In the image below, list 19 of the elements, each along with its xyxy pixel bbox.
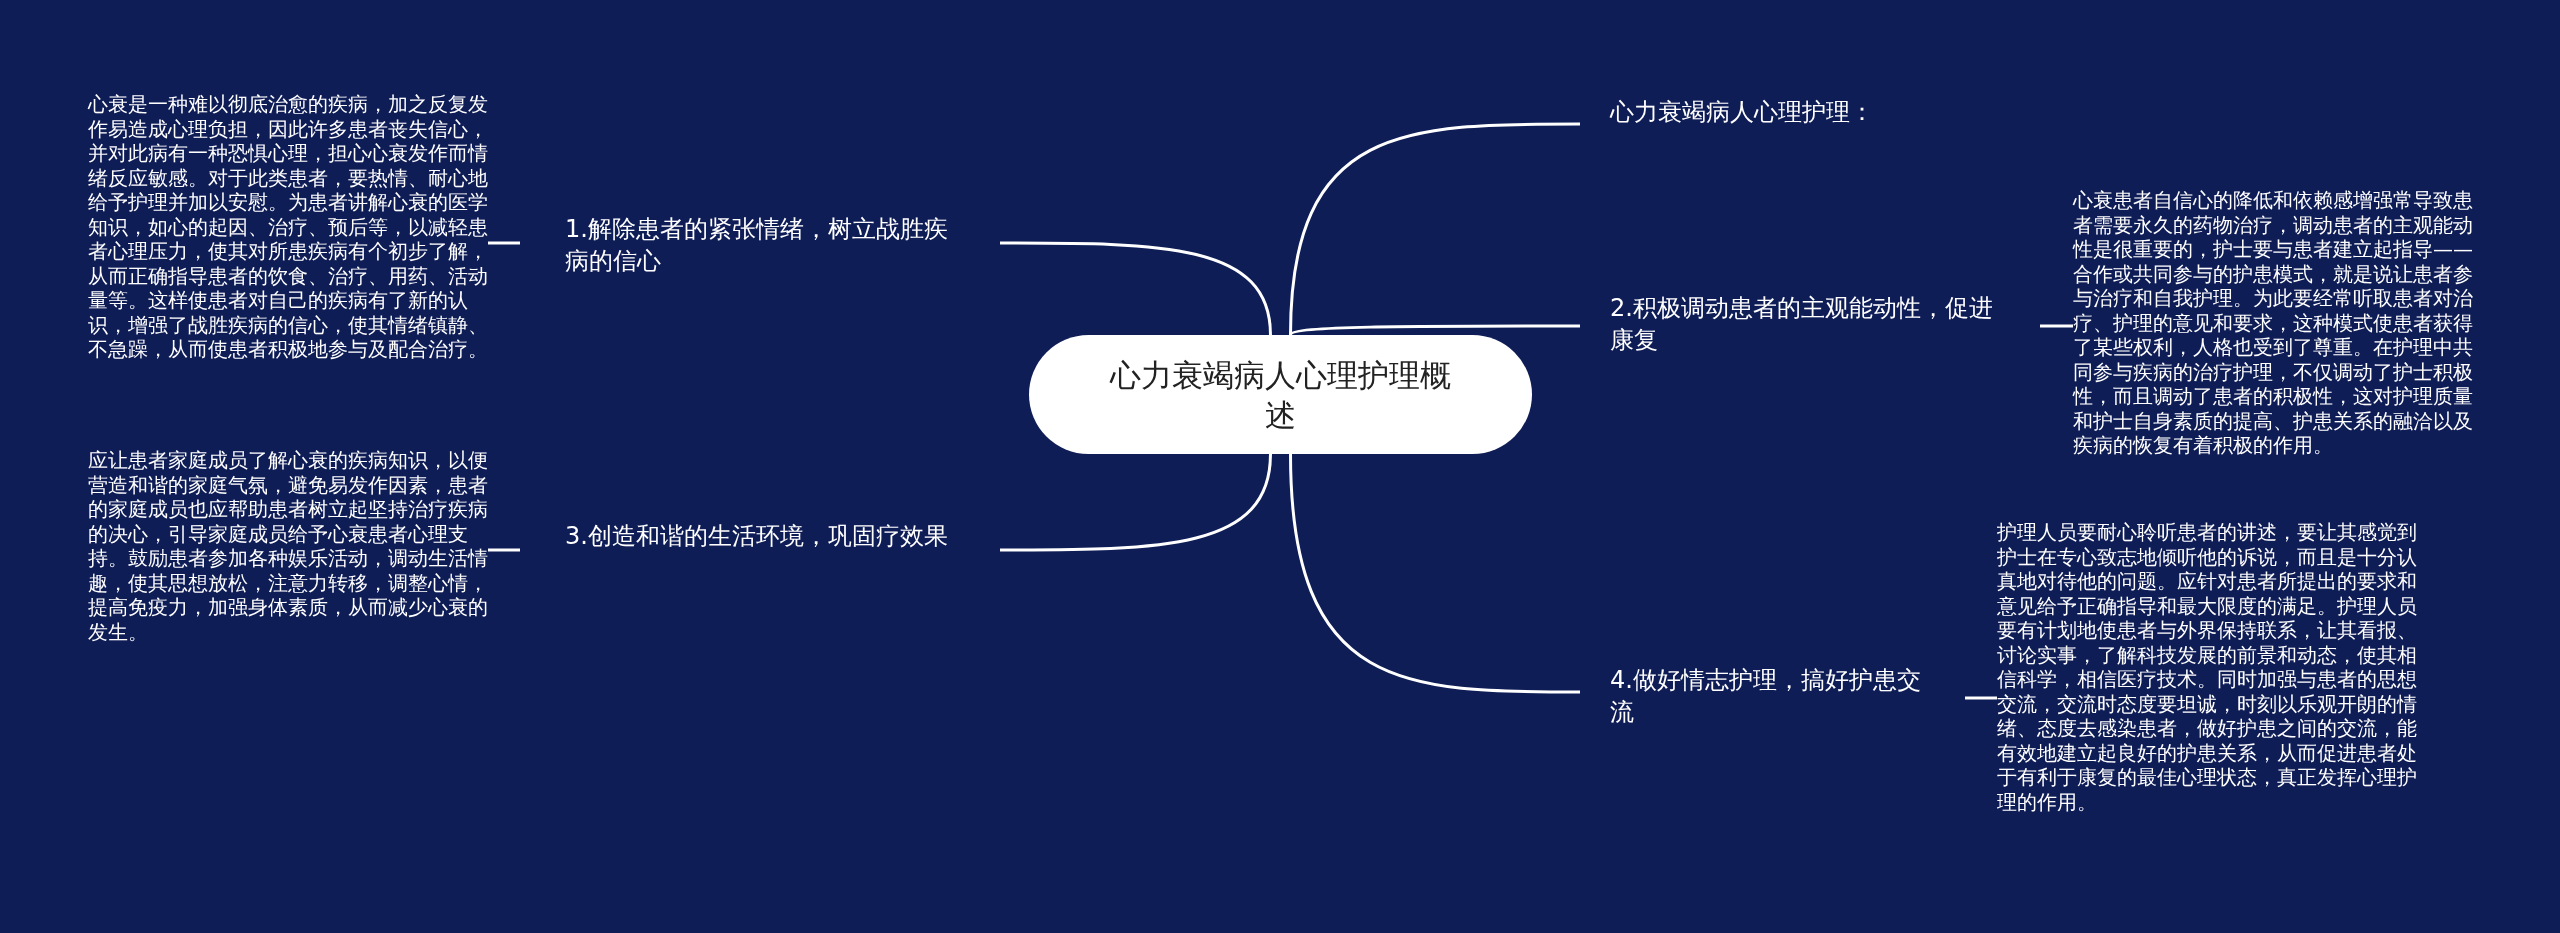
branch-topic: 心力衰竭病人心理护理： (1610, 97, 1875, 128)
central-topic-pill: 心力衰竭病人心理护理概述 (1029, 335, 1532, 454)
branch-curve (1000, 453, 1272, 552)
branch-curve (1289, 453, 1580, 694)
connector-line (1965, 696, 1997, 700)
branch-curve (1000, 241, 1272, 336)
detail-text: 心衰是一种难以彻底治愈的疾病，加之反复发作易造成心理负担，因此许多患者丧失信心，并对此病有一种恐惧心理，担心心衰发作而情绪反应敏感。对于此类患者，要热情、耐心地给予护理并加以安慰。为患者讲解心衰的医学知识，如心的起因、治疗、预后等，以减轻患者心理压力，使其对所患疾病有个初步了解，从而正确指导患者的饮食、治疗、用药、活动量等。这样使患者对自己的疾病有了新的认识，增强了战胜疾病的信心，使其情绪镇静、不急躁，从而使患者积极地参与及配合治疗。 (88, 92, 488, 362)
connector-line (488, 548, 520, 552)
branch-curve (1289, 122, 1580, 336)
detail-text: 心衰患者自信心的降低和依赖感增强常导致患者需要永久的药物治疗，调动患者的主观能动性是很重要的，护士要与患者建立起指导——合作或共同参与的护患模式，就是说让患者参与治疗和自我护理。为此要经常听取患者对治疗、护理的意见和要求，这种模式使患者获得了某些权利，人格也受到了尊重。在护理中共同参与疾病的治疗护理，不仅调动了护士积极性，而且调动了患者的积极性，这对护理质量和护士自身素质的提高、护患关系的融洽以及疾病的恢复有着积极的作用。 (2073, 188, 2474, 458)
connector-line (488, 241, 520, 245)
detail-text: 应让患者家庭成员了解心衰的疾病知识，以便营造和谐的家庭气氛，避免易发作因素，患者的家庭成员也应帮助患者树立起坚持治疗疾病的决心，引导家庭成员给予心衰患者心理支持。鼓励患者参加各种娱乐活动，调动生活情趣，使其思想放松，注意力转移，调整心情，提高免疫力，加强身体素质，从而减少心衰的发生。 (88, 448, 488, 644)
branch-topic: 3.创造和谐的生活环境，巩固疗效果 (565, 521, 949, 552)
branch-topic: 1.解除患者的紧张情绪，树立战胜疾病的信心 (565, 214, 949, 277)
branch-topic: 2.积极调动患者的主观能动性，促进康复 (1610, 293, 1994, 356)
detail-text: 护理人员要耐心聆听患者的讲述，要让其感觉到护士在专心致志地倾听他的诉说，而且是十分认真地对待他的问题。应针对患者所提出的要求和意见给予正确指导和最大限度的满足。护理人员要有计划地使患者与外界保持联系，让其看报、讨论实事，了解科技发展的前景和动态，使其相信科学，相信医疗技术。同时加强与患者的思想交流，交流时态度要坦诚，时刻以乐观开朗的情绪、态度去感染患者，做好护患之间的交流，能有效地建立起良好的护患关系，从而促进患者处于有利于康复的最佳心理状态，真正发挥心理护理的作用。 (1997, 520, 2418, 814)
branch-topic: 4.做好情志护理，搞好护患交流 (1610, 665, 1922, 728)
connector-line (2040, 324, 2073, 328)
branch-curve (1289, 324, 1580, 337)
